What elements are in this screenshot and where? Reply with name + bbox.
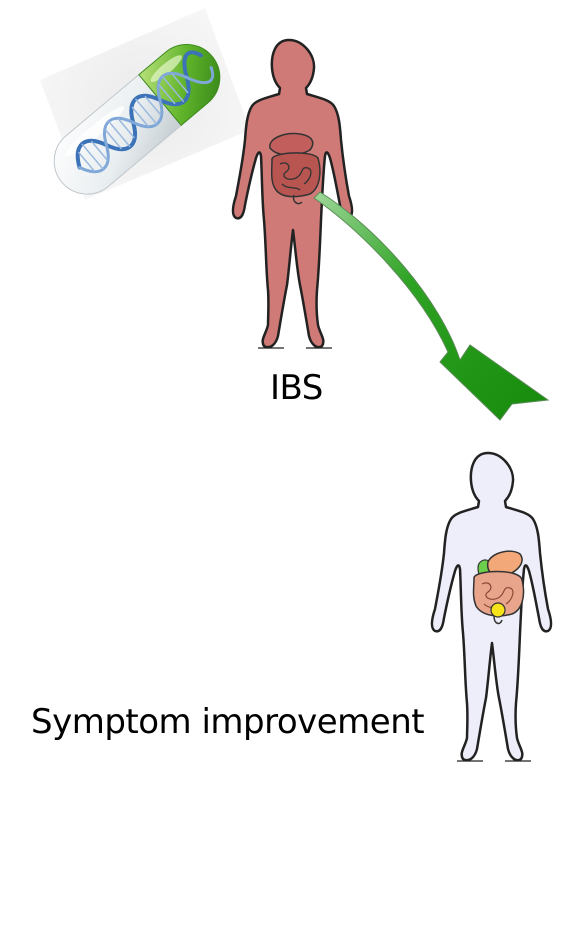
ibs-label: IBS bbox=[270, 368, 323, 408]
human-body-ibs-icon bbox=[233, 40, 352, 348]
symptom-improvement-label: Symptom improvement bbox=[31, 702, 424, 742]
curved-arrow-icon bbox=[314, 192, 548, 420]
human-body-healthy-icon bbox=[432, 453, 551, 761]
dna-capsule-icon bbox=[40, 8, 250, 208]
